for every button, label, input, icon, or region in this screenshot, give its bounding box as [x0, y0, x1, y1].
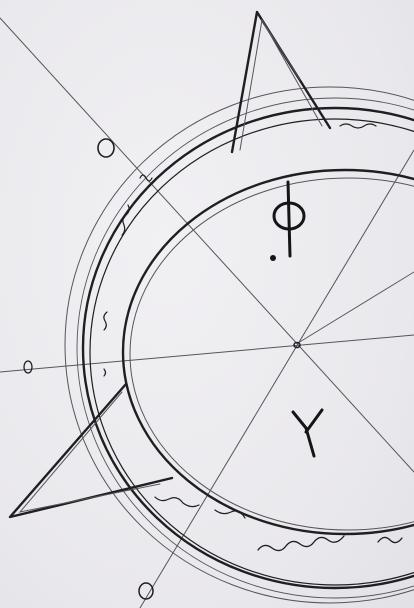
ornament-1 [140, 175, 152, 181]
left-spike-echo [20, 392, 160, 512]
main-rings [83, 108, 414, 588]
ornament-bottom-3 [258, 536, 344, 551]
ornament-bottom-2 [215, 510, 245, 518]
ornament-top-right [340, 124, 376, 128]
top-spike [232, 12, 330, 152]
outer-ring-2 [77, 98, 414, 598]
phi-glyph-stem [288, 182, 290, 256]
top-spike-inner-line [262, 20, 300, 80]
ornament-4 [104, 369, 106, 376]
ink-dot [270, 255, 276, 261]
ornament-3 [104, 312, 107, 330]
marker-circles [24, 139, 153, 599]
marker-circle-top [98, 139, 114, 157]
gamma-glyph-right-stroke [306, 410, 322, 432]
diagonal-line-a [0, 18, 414, 472]
marker-circle-left [24, 361, 32, 373]
phi-glyph [274, 182, 304, 256]
ornament-bottom-4 [378, 537, 402, 542]
gamma-glyph [293, 410, 322, 456]
marker-circle-bottom [139, 583, 153, 599]
ornament-bottom-1 [155, 497, 199, 507]
outer-ring-1 [65, 87, 414, 603]
construction-lines [0, 18, 414, 608]
outer-rings [65, 87, 414, 603]
top-spike-outline [232, 12, 330, 152]
short-line [298, 272, 414, 343]
horizontal-line [0, 335, 414, 372]
gamma-glyph-left-stroke [293, 412, 314, 456]
outer-bold-ring-echo [90, 119, 414, 585]
